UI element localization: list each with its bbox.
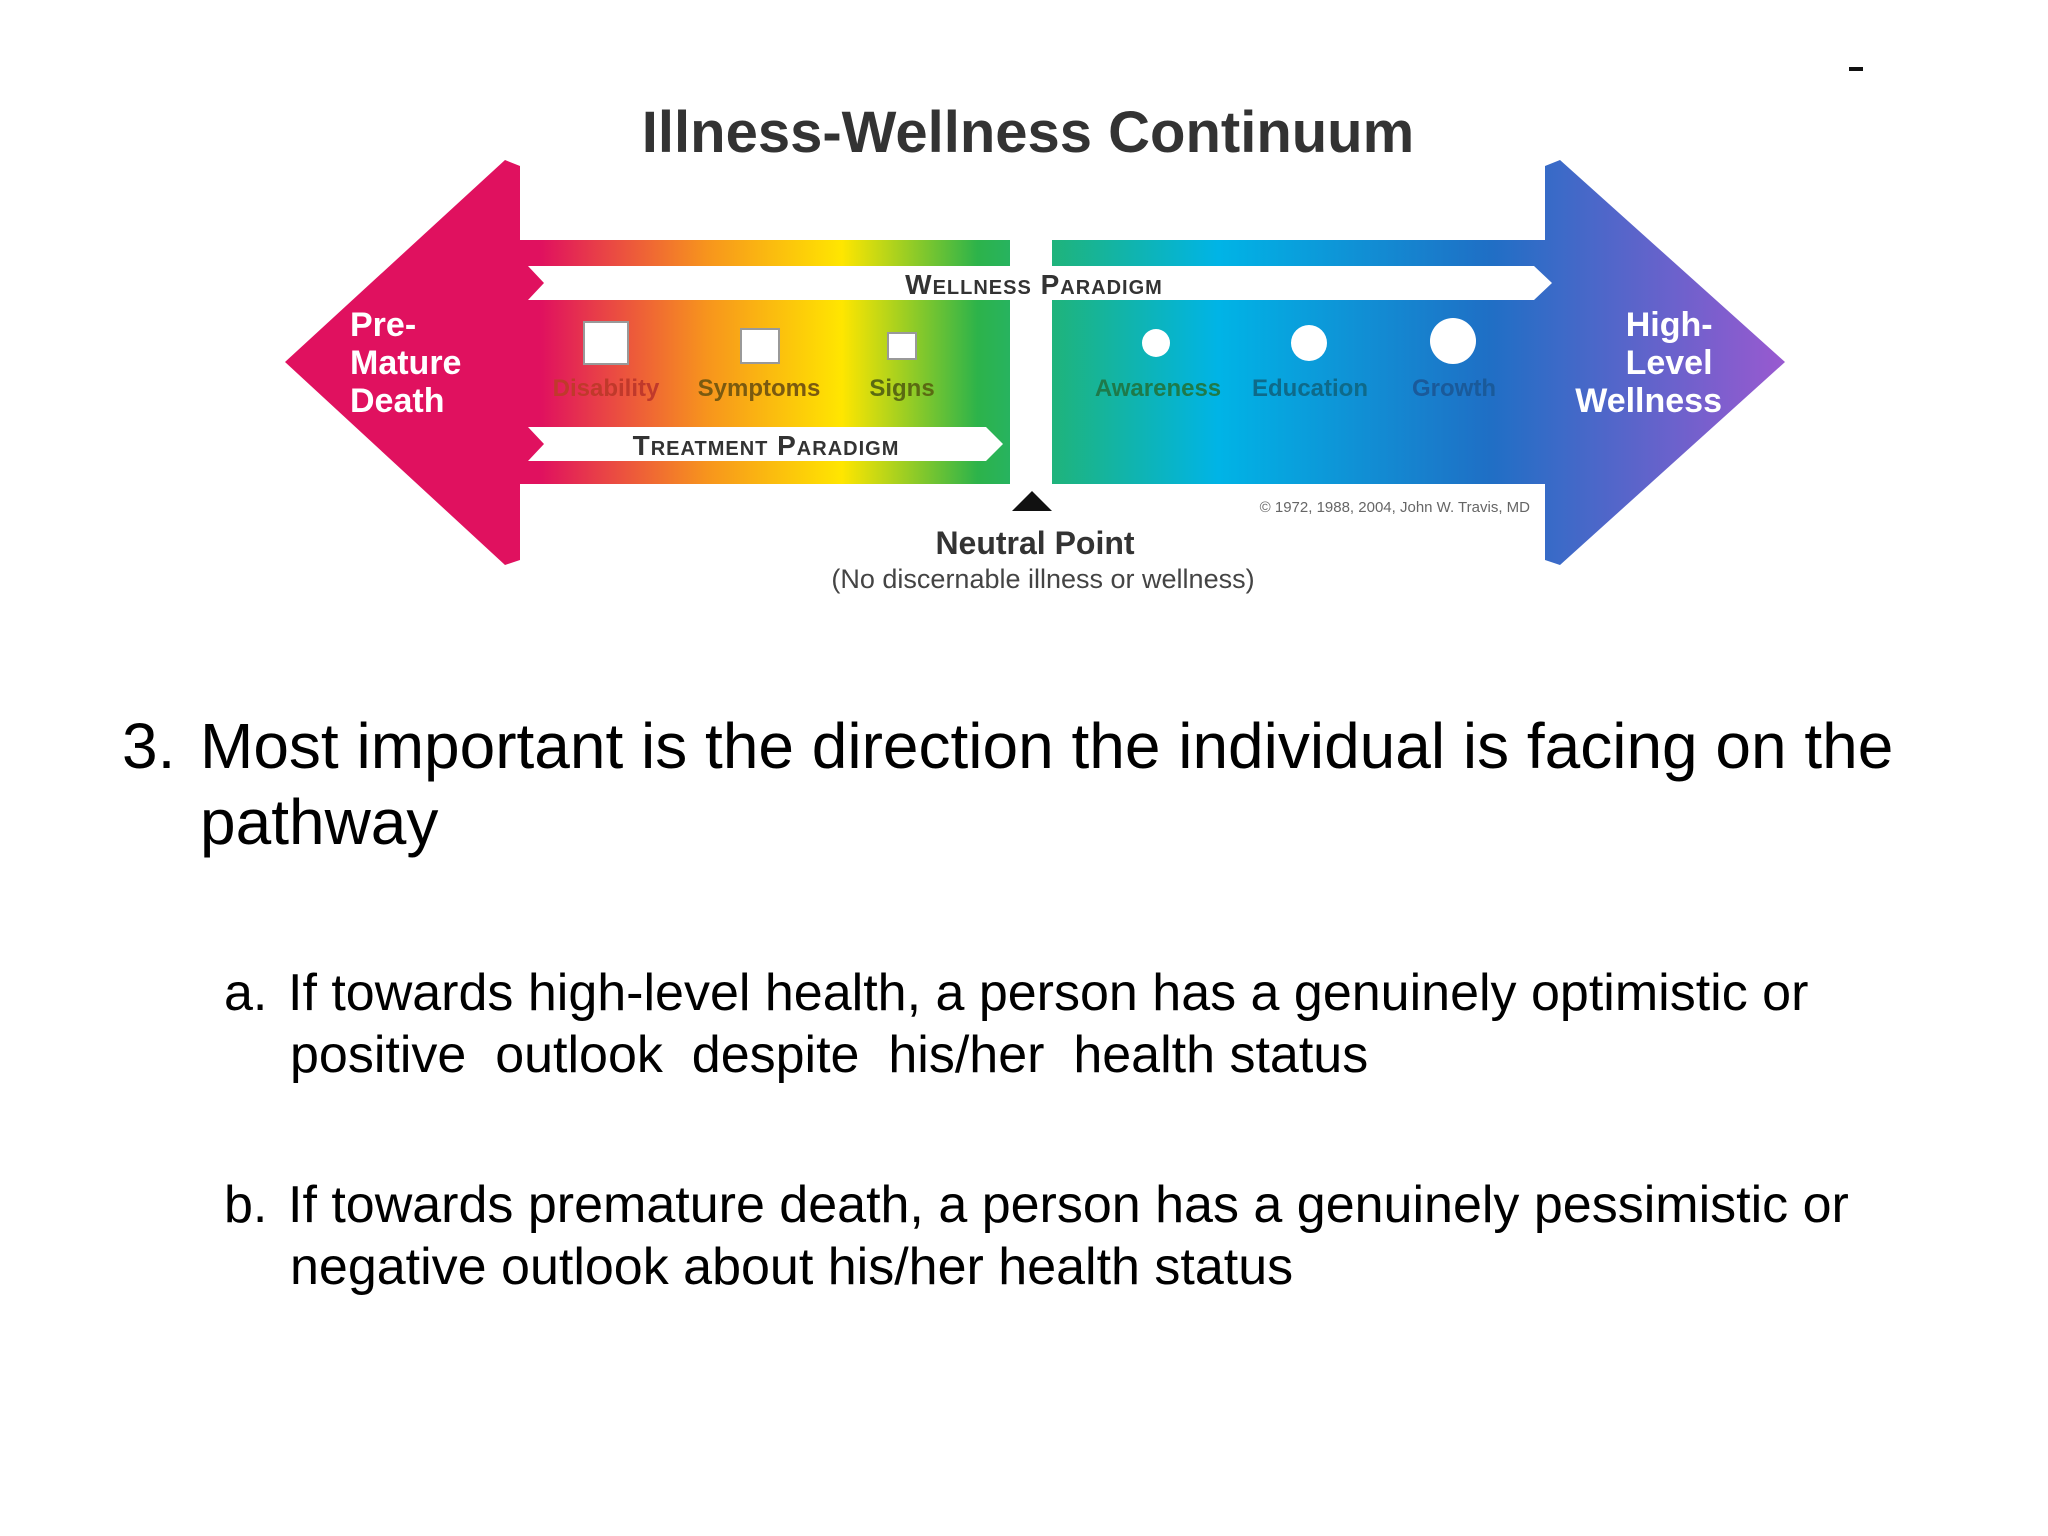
neutral-point-label: Neutral Point (935, 525, 1134, 561)
wellness-paradigm-banner (528, 266, 1552, 300)
point-a-label: a. (224, 964, 268, 1022)
treatment-paradigm-label: Treatment Paradigm (633, 430, 900, 461)
point-a-text: If towards high-level health, a person h… (288, 964, 1838, 1084)
premature-death-label: Pre- Mature Death (350, 306, 471, 420)
disability-marker (583, 321, 629, 365)
illness-wellness-diagram: Illness-Wellness Continuum Wellness Para… (0, 0, 2048, 640)
symptoms-label: Symptoms (698, 375, 821, 402)
copyright-note: © 1972, 1988, 2004, John W. Travis, MD (1260, 499, 1531, 516)
neutral-point-triangle-icon (1012, 491, 1052, 511)
disability-label: Disability (553, 375, 660, 402)
point-3-number: 3. (122, 710, 176, 782)
high-level-wellness-label: High- Level Wellness (1575, 306, 1722, 420)
education-marker (1291, 325, 1327, 361)
signs-label: Signs (869, 375, 934, 402)
symptoms-marker (740, 328, 780, 364)
premature-death-line-3: Death (350, 382, 444, 420)
treatment-paradigm-banner (528, 427, 1003, 461)
awareness-marker (1142, 329, 1170, 357)
high-level-wellness-line-3: Wellness (1575, 382, 1722, 420)
premature-death-line-1: Pre- (350, 306, 416, 344)
neutral-point-note: (No discernable illness or wellness) (831, 564, 1254, 594)
growth-marker (1430, 318, 1476, 364)
growth-label: Growth (1412, 375, 1496, 402)
point-b-label: b. (224, 1176, 268, 1234)
premature-death-line-2: Mature (350, 344, 461, 382)
corner-tick-mark (1849, 67, 1863, 71)
signs-marker (887, 332, 917, 360)
awareness-label: Awareness (1095, 375, 1221, 402)
point-3-text: Most important is the direction the indi… (200, 710, 1894, 858)
high-level-wellness-line-1: High- (1626, 306, 1713, 344)
high-level-wellness-line-2: Level (1626, 344, 1713, 382)
continuum-graphic: Illness-Wellness Continuum Wellness Para… (285, 100, 1785, 594)
diagram-title: Illness-Wellness Continuum (642, 100, 1414, 165)
education-label: Education (1252, 375, 1368, 402)
point-b-text: If towards premature death, a person has… (288, 1176, 1849, 1296)
wellness-paradigm-label: Wellness Paradigm (905, 269, 1163, 300)
